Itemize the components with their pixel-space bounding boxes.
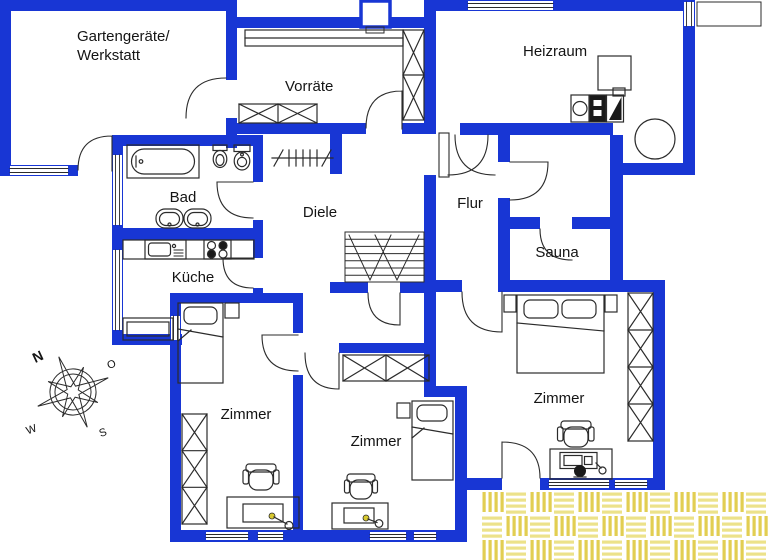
walls: [0, 0, 695, 542]
nightstand-icon: [396, 402, 411, 419]
storage-shelf-icon: [402, 29, 425, 121]
room-label-zimmer1: Zimmer: [221, 406, 272, 423]
double-bed-icon: [516, 294, 605, 374]
door-arc-annex: [77, 135, 113, 172]
compass-label-west: W: [25, 422, 39, 437]
washbasin-icon: [183, 208, 212, 229]
room-label-zimmer3: Zimmer: [534, 390, 585, 407]
room-label-sauna: Sauna: [535, 244, 579, 261]
compass-label-east: O: [106, 358, 119, 372]
door-arc-bad: [216, 181, 254, 219]
chimney-icon: [359, 0, 392, 29]
chair-icon: [556, 420, 595, 448]
nightstand-icon: [224, 302, 240, 319]
chair-icon: [242, 463, 280, 491]
room-label-flur: Flur: [457, 195, 483, 212]
wardrobe-icon: [627, 292, 654, 442]
compass-labels: N O W S: [25, 347, 119, 440]
toilet-icon: [233, 144, 251, 171]
stove-icon: [203, 239, 232, 260]
tank-icon: [634, 118, 676, 160]
coat-rack-icon: [271, 149, 334, 167]
room-label-vorraete: Vorräte: [285, 78, 333, 95]
desk-icon: [331, 502, 389, 530]
compass-rose: [37, 356, 109, 428]
workbench-icon: [244, 29, 404, 47]
boiler-icon: [597, 55, 632, 91]
door-arcs-flur: [447, 134, 496, 176]
door-arc-zimmer3: [461, 291, 503, 333]
room-label-zimmer2: Zimmer: [351, 433, 402, 450]
drawing: [9, 1, 762, 538]
single-bed-icon: [177, 302, 224, 384]
doors: [77, 77, 573, 479]
room-labels: Gartengeräte/ Werkstatt Vorräte Heizraum…: [77, 28, 587, 450]
door-arc-sauna-ante: [509, 161, 549, 201]
desk-lamp-icon: [268, 512, 276, 520]
kitchen-side-counter: [122, 317, 174, 341]
light-well: [696, 1, 762, 27]
door-arc-annex-right: [185, 77, 227, 119]
room-label-heizraum: Heizraum: [523, 43, 587, 60]
compass-label-south: S: [98, 426, 109, 440]
desk-icon: [226, 496, 300, 531]
chair-icon: [343, 473, 379, 500]
room-label-werkstatt: Werkstatt: [77, 47, 141, 64]
bidet-icon: [212, 144, 228, 169]
terrace-paving: [480, 490, 768, 560]
nightstand-icon: [604, 294, 618, 313]
door-arc-kueche: [222, 257, 254, 289]
heater-unit-icon: [570, 94, 625, 123]
door-arc-stair-hall: [367, 292, 401, 326]
door-arc-sauna: [539, 228, 573, 261]
kitchen-counter: [122, 239, 255, 260]
single-bed-icon: [411, 400, 454, 481]
desk-icon: [549, 448, 613, 480]
wardrobe-icon: [342, 354, 430, 382]
door-arc-vorraete: [365, 90, 403, 130]
window-frames: [9, 1, 692, 538]
mouse-icon: [598, 466, 607, 475]
desk-lamp-icon: [362, 514, 370, 522]
room-label-diele: Diele: [303, 204, 337, 221]
compass-label-north: N: [30, 347, 46, 366]
bathtub-icon: [126, 144, 200, 179]
stairs-icon: [344, 231, 425, 283]
storage-shelf-icon: [238, 103, 318, 124]
room-label-gartengeraete: Gartengeräte/: [77, 28, 170, 45]
desk-chair-icon: [574, 465, 586, 477]
room-label-kueche: Küche: [172, 269, 215, 286]
washbasin-icon: [155, 208, 184, 229]
windows: [10, 1, 694, 540]
room-label-bad: Bad: [170, 189, 197, 206]
boiler-pipe-icon: [612, 87, 626, 97]
door-arc-zimmer1: [261, 334, 299, 372]
door-arc-terrace: [501, 441, 541, 479]
door-leaf-flur: [438, 132, 450, 178]
nightstand-icon: [503, 294, 517, 313]
door-arc-zimmer2: [304, 352, 340, 390]
wardrobe-icon: [181, 413, 208, 525]
kitchen-sink-icon: [144, 239, 187, 260]
